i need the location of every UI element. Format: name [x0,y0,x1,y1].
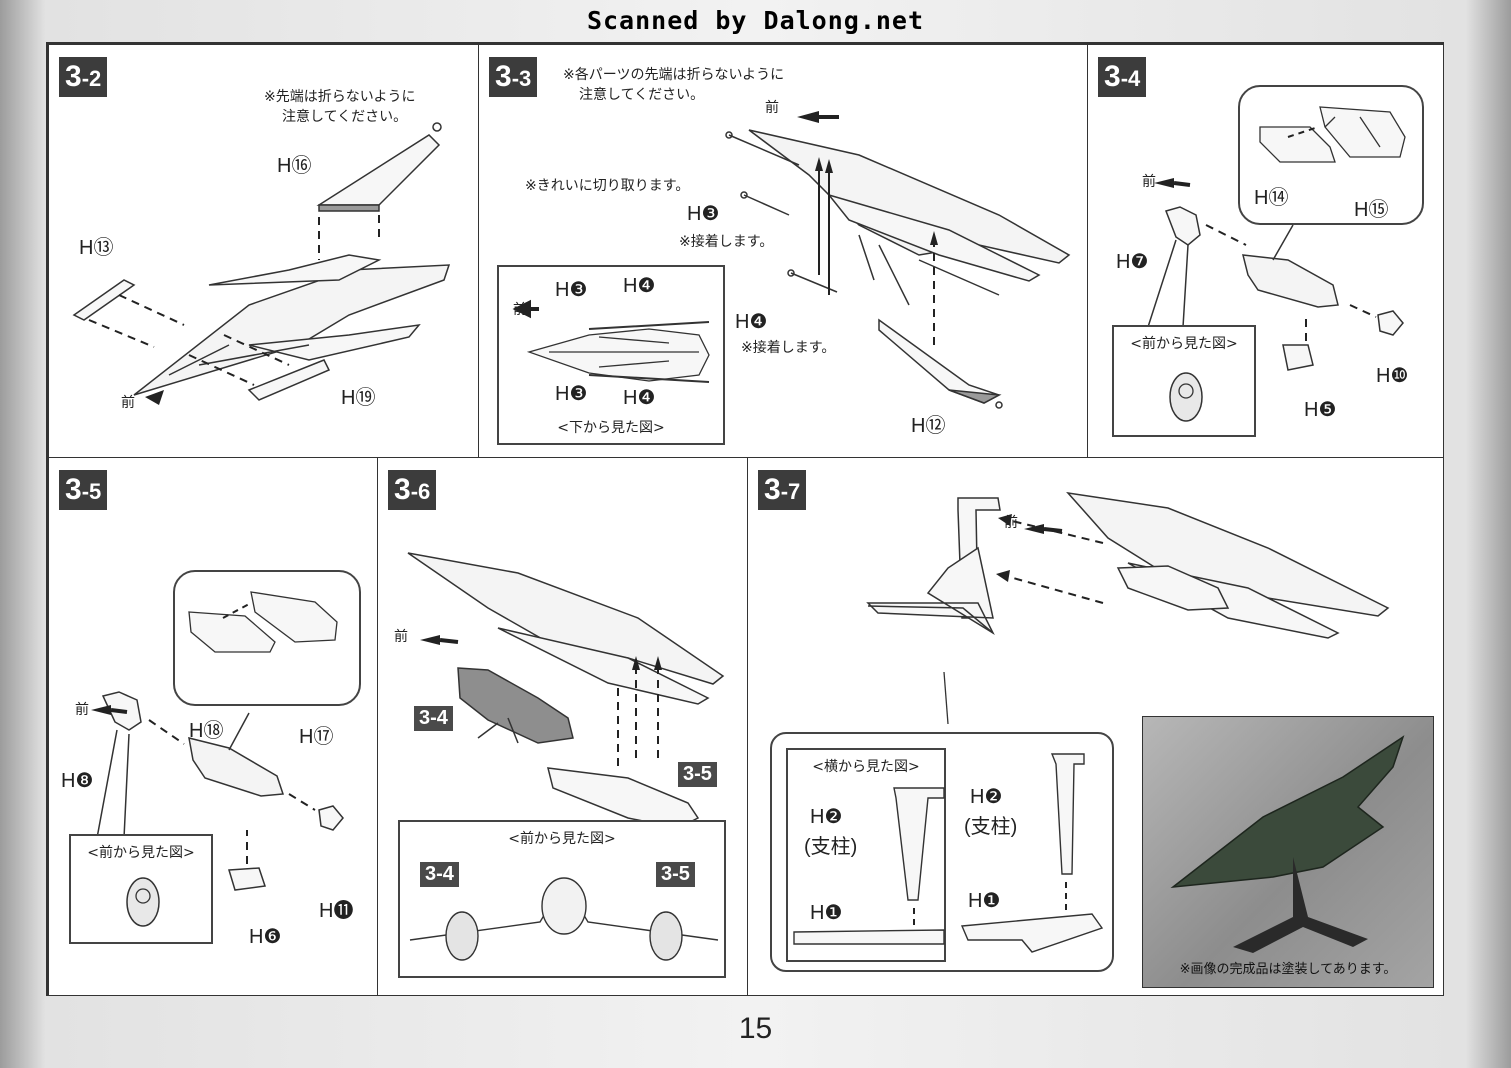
step-number: 3-5 [59,470,108,510]
part-label-h7: H❼ [1116,251,1149,273]
side-view-inset: <横から見た図> H❷ (支柱) H❶ [786,748,946,962]
detail-bubble [173,570,361,706]
caution-note: ※先端は折らないように注意してください。 [264,89,416,125]
front-view-inset: <前から見た図> 3-4 3-5 [398,820,726,978]
front-label: 前 [394,629,408,645]
inset-caption: <前から見た図> [1130,336,1238,352]
bottom-view-inset: 前 H❸ H❹ H❸ H❹ <下から見た図> [497,265,725,445]
inset-caption: <下から見た図> [557,420,665,436]
model-silhouette [1170,735,1405,953]
ref-step-3-4: 3-4 [414,706,453,731]
photo-note: ※画像の完成品は塗装してあります。 [1179,962,1397,977]
pillar-label: (支柱) [804,836,858,858]
scan-credit: Scanned by Dalong.net [586,6,925,35]
part-label-h3: H❸ [555,383,588,405]
part-label-h4: H❹ [623,275,656,297]
front-view-inset: <前から見た図> [1112,325,1256,437]
inset-caption: <横から見た図> [812,759,920,775]
part-label-h8: H❽ [61,770,94,792]
part-label-h2: H❷ [810,806,843,828]
cut-note: ※きれいに切り取ります。 [525,178,690,194]
step-number: 3-3 [489,57,538,97]
front-label: 前 [513,302,527,318]
bottom-view-diagram [512,299,710,383]
part-label-h15: H⑮ [1354,199,1389,221]
ref-step-3-4: 3-4 [420,862,459,887]
assembly-diagram [407,552,725,829]
assembly-diagram [725,111,1071,409]
ref-step-3-5: 3-5 [678,762,717,787]
part-label-h5: H❺ [1304,399,1337,421]
glue-note: ※接着します。 [679,234,774,250]
part-label-h4: H❹ [735,311,768,333]
front-view-diagram [409,877,719,961]
part-label-h4: H❹ [623,387,656,409]
assembly-diagram [1147,178,1404,371]
assembly-diagram [91,691,344,891]
side-view-bubble: <横から見た図> H❷ (支柱) H❶ H❷ [770,732,1114,972]
step-number: 3-7 [758,470,807,510]
detail-bubble [1238,85,1424,225]
part-label-h1: H❶ [968,890,1001,912]
pillar-label: (支柱) [964,816,1018,838]
front-label: 前 [1004,515,1018,531]
part-label-h18: H⑱ [189,720,224,742]
part-label-h3: H❸ [687,203,720,225]
bubble-diagram [1259,106,1406,163]
part-label-h13: H⑬ [79,237,114,259]
front-label: 前 [765,100,779,116]
front-label: 前 [1142,174,1156,190]
finished-model-photo: ※画像の完成品は塗装してあります。 [1142,716,1434,988]
part-label-h19: H⑲ [341,387,376,409]
front-label: 前 [75,702,89,718]
part-label-h17: H⑰ [299,726,334,748]
step-number: 3-2 [59,57,108,97]
assembly-diagram [72,122,451,405]
panel-3-2: 3-2 ※先端は折らないように注意してください。 H⑯ [48,44,479,458]
front-view-icon [126,877,160,927]
step-number: 3-4 [1098,57,1147,97]
side-view-diagram [793,787,945,945]
caution-note: ※各パーツの先端は折らないように注意してください。 [563,67,785,103]
part-label-h14: H⑭ [1254,187,1289,209]
part-label-h6: H❻ [249,926,282,948]
panel-3-3: 3-3 ※各パーツの先端は折らないように注意してください。 ※きれいに切り取りま… [478,44,1088,458]
page-number: 15 [738,1012,773,1045]
panel-3-5: 3-5 前 H⑱ [48,457,378,996]
panel-3-4: 3-4 [1087,44,1444,458]
assembly-diagram [866,491,1390,725]
part-label-h3: H❸ [555,279,588,301]
instruction-sheet: 3-2 ※先端は折らないように注意してください。 H⑯ [46,42,1444,996]
front-view-icon [1169,372,1203,422]
front-label: 前 [121,395,135,411]
inset-caption: <前から見た図> [508,831,616,847]
ref-step-3-5: 3-5 [656,862,695,887]
part-label-h11: H⓫ [319,900,354,922]
part-label-h1: H❶ [810,902,843,924]
glue-note: ※接着します。 [741,340,836,356]
step-number: 3-6 [388,470,437,510]
front-view-inset: <前から見た図> [69,834,213,944]
panel-3-6: 3-6 前 3-4 3-5 <前から見た図> [377,457,748,996]
bubble-diagram [188,591,338,653]
part-label-h12: H⑫ [911,415,946,437]
panel-3-7: 3-7 前 <横から見た図> [747,457,1444,996]
part-label-h10: H❿ [1376,365,1409,387]
inset-caption: <前から見た図> [87,845,195,861]
part-label-h2: H❷ [970,786,1003,808]
pillar-diagram [960,753,1104,953]
part-label-h16: H⑯ [277,155,312,177]
